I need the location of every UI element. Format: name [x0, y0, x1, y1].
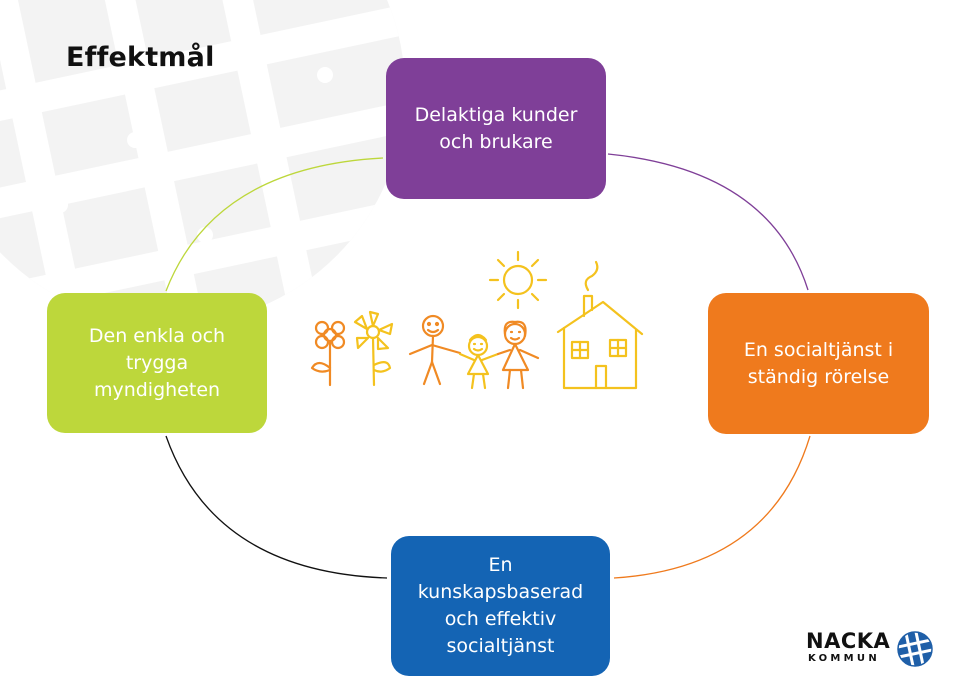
child-drawing-illustration: [310, 250, 644, 390]
page-title: Effektmål: [66, 42, 215, 73]
cycle-box-label: Delaktiga kunder och brukare: [414, 103, 578, 153]
logo-wordmark: NACKA: [806, 629, 891, 653]
background-emblem-watermark: [0, 0, 405, 325]
person-man-icon: [408, 314, 462, 386]
logo-subtext: KOMMUN: [808, 653, 880, 664]
person-woman-icon: [496, 320, 540, 390]
house-icon: [556, 260, 644, 390]
arc-blue-to-lime: [165, 435, 388, 579]
person-child-icon: [458, 333, 500, 390]
arc-lime-to-purple: [165, 157, 384, 292]
nacka-emblem-icon: [897, 631, 933, 667]
cycle-box-label: Den enkla och trygga myndigheten: [88, 324, 226, 401]
cycle-box-label: En kunskapsbaserad och effektiv socialtj…: [417, 554, 584, 657]
arc-orange-to-blue: [613, 435, 811, 579]
sun-icon: [488, 250, 548, 310]
cycle-box-socialtjanst-rorelse: En socialtjänst i ständig rörelse: [708, 293, 929, 434]
cycle-box-delaktiga: Delaktiga kunder och brukare: [386, 58, 606, 199]
arc-purple-to-orange: [607, 153, 809, 291]
cycle-box-label: En socialtjänst i ständig rörelse: [743, 338, 894, 388]
flower-yellow-icon: [353, 310, 394, 387]
nacka-kommun-logo: NACKA KOMMUN: [806, 628, 936, 674]
flower-orange-icon: [310, 320, 346, 387]
cycle-box-kunskapsbaserad: En kunskapsbaserad och effektiv socialtj…: [391, 536, 610, 676]
cycle-box-enkla-trygga: Den enkla och trygga myndigheten: [47, 293, 267, 433]
